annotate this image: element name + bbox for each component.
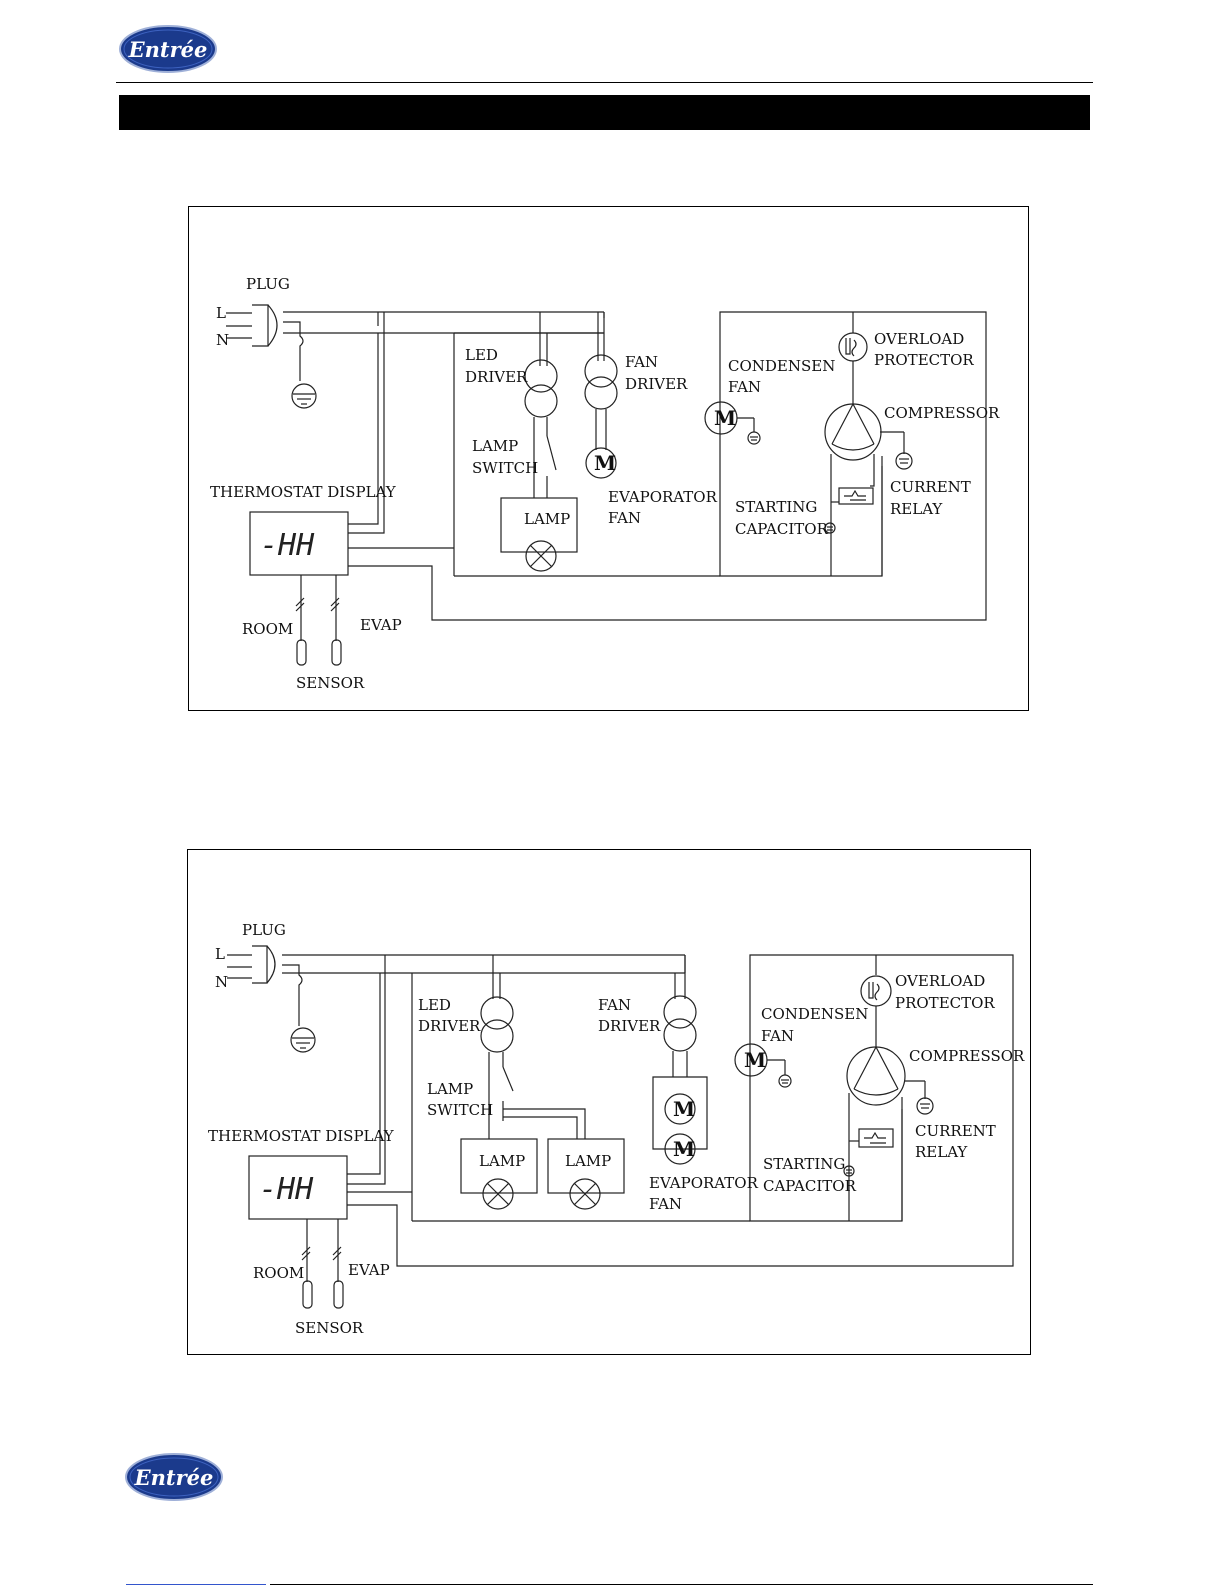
overload-label-2: PROTECTOR bbox=[895, 994, 995, 1012]
evaporator-fan-label-1: EVAPORATOR bbox=[649, 1174, 759, 1192]
room-label: ROOM bbox=[253, 1264, 304, 1282]
fan-driver-label-2: DRIVER bbox=[625, 375, 688, 393]
evaporator-motor-icon-2: M bbox=[673, 1137, 695, 1161]
evap-label: EVAP bbox=[348, 1261, 390, 1279]
overload-label-2: PROTECTOR bbox=[874, 351, 974, 369]
current-relay-label-1: CURRENT bbox=[915, 1122, 996, 1140]
sensor-label: SENSOR bbox=[295, 1319, 364, 1337]
starting-capacitor-label-1: STARTING bbox=[763, 1155, 845, 1173]
sensor-label: SENSOR bbox=[296, 674, 365, 692]
starting-capacitor-label-2: CAPACITOR bbox=[763, 1177, 857, 1195]
fan-driver-label-2: DRIVER bbox=[598, 1017, 661, 1035]
lamp-switch-label-1: LAMP bbox=[472, 437, 518, 455]
condenser-motor-icon: M bbox=[744, 1048, 766, 1072]
thermostat-display-label: THERMOSTAT DISPLAY bbox=[210, 483, 397, 501]
current-relay-label-2: RELAY bbox=[890, 500, 943, 518]
section-title-bar bbox=[119, 95, 1090, 130]
condenser-fan-label-1: CONDENSEN bbox=[728, 357, 835, 375]
evaporator-motor-icon-1: M bbox=[673, 1097, 695, 1121]
lamp-switch-label-1: LAMP bbox=[427, 1080, 473, 1098]
fan-driver-label-1: FAN bbox=[625, 353, 658, 371]
led-driver-label-1: LED bbox=[418, 996, 451, 1014]
evaporator-motor-icon: M bbox=[594, 451, 616, 475]
neutral-label: N bbox=[216, 331, 229, 349]
lamp-switch-label-2: SWITCH bbox=[472, 459, 538, 477]
diagram-frame bbox=[188, 206, 1029, 711]
plug-label: PLUG bbox=[242, 921, 286, 939]
evap-label: EVAP bbox=[360, 616, 402, 634]
condenser-fan-label-2: FAN bbox=[728, 378, 761, 396]
current-relay-label-2: RELAY bbox=[915, 1143, 968, 1161]
starting-capacitor-label-2: CAPACITOR bbox=[735, 520, 829, 538]
brand-logo-top: Entrée bbox=[119, 25, 217, 73]
lamp-label-1: LAMP bbox=[479, 1152, 525, 1170]
lamp-switch-label-2: SWITCH bbox=[427, 1101, 493, 1119]
live-label: L bbox=[215, 945, 225, 963]
diagram-frame bbox=[187, 849, 1031, 1355]
plug-label: PLUG bbox=[246, 275, 290, 293]
brand-logo-text: Entrée bbox=[128, 37, 208, 62]
condenser-fan-label-2: FAN bbox=[761, 1027, 794, 1045]
thermostat-display-label: THERMOSTAT DISPLAY bbox=[208, 1127, 395, 1145]
starting-capacitor-label-1: STARTING bbox=[735, 498, 817, 516]
thermostat-readout: -HH bbox=[260, 528, 315, 563]
header-divider bbox=[116, 82, 1093, 83]
led-driver-label-2: DRIVER bbox=[465, 368, 528, 386]
neutral-label: N bbox=[215, 973, 228, 991]
brand-logo-text: Entrée bbox=[134, 1465, 214, 1490]
condenser-motor-icon: M bbox=[714, 406, 736, 430]
compressor-label: COMPRESSOR bbox=[909, 1047, 1025, 1065]
wiring-diagram-2: PLUG L N LED DRIVER FAN DRIVER LAMP SWIT… bbox=[187, 849, 1031, 1355]
room-label: ROOM bbox=[242, 620, 293, 638]
fan-driver-label-1: FAN bbox=[598, 996, 631, 1014]
thermostat-readout: -HH bbox=[259, 1172, 314, 1207]
overload-label-1: OVERLOAD bbox=[895, 972, 985, 990]
led-driver-label-1: LED bbox=[465, 346, 498, 364]
overload-label-1: OVERLOAD bbox=[874, 330, 964, 348]
wiring-diagram-1: PLUG L N LED DRIVER FAN DRIVER LAMP SWIT… bbox=[188, 206, 1029, 711]
evaporator-fan-label-1: EVAPORATOR bbox=[608, 488, 718, 506]
brand-logo-bottom: Entrée bbox=[125, 1453, 223, 1501]
evaporator-fan-label-2: FAN bbox=[608, 509, 641, 527]
lamp-label: LAMP bbox=[524, 510, 570, 528]
led-driver-label-2: DRIVER bbox=[418, 1017, 481, 1035]
lamp-label-2: LAMP bbox=[565, 1152, 611, 1170]
condenser-fan-label-1: CONDENSEN bbox=[761, 1005, 868, 1023]
live-label: L bbox=[216, 304, 226, 322]
compressor-label: COMPRESSOR bbox=[884, 404, 1000, 422]
evaporator-fan-label-2: FAN bbox=[649, 1195, 682, 1213]
current-relay-label-1: CURRENT bbox=[890, 478, 971, 496]
